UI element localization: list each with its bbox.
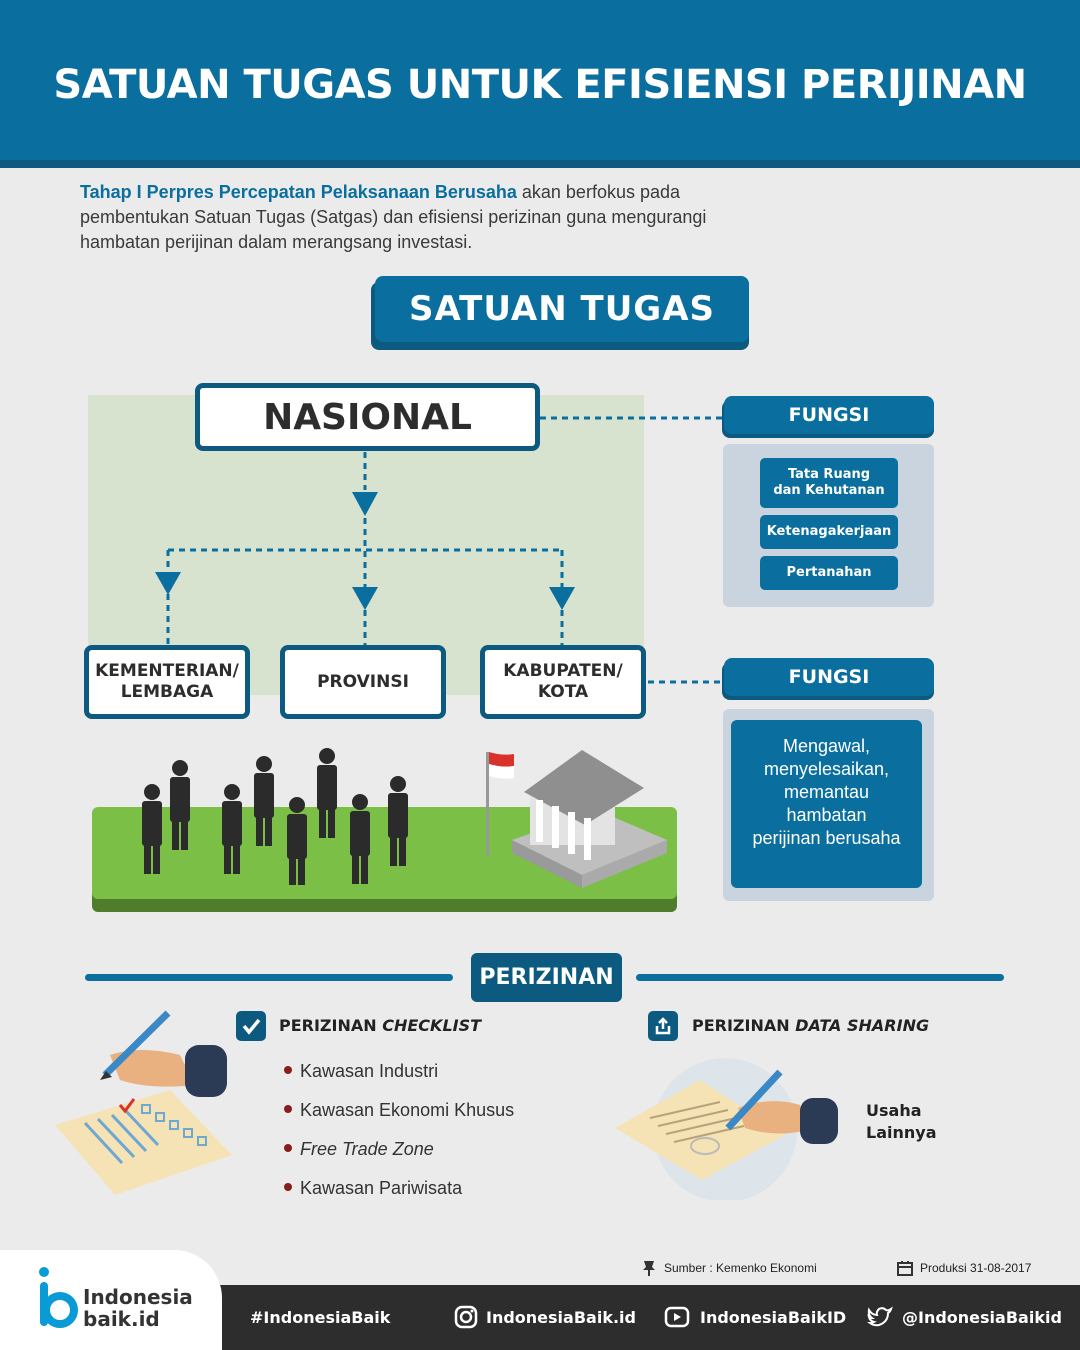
unit-kabupaten: KABUPATEN/ KOTA <box>480 645 646 719</box>
person-3-icon <box>222 784 242 874</box>
footer-instagram[interactable]: IndonesiaBaik.id <box>486 1308 636 1327</box>
list-item: Kawasan Ekonomi Khusus <box>284 1100 514 1121</box>
task-force-people-illustration <box>142 748 667 888</box>
bullet-icon <box>284 1144 292 1153</box>
footer-youtube[interactable]: IndonesiaBaikID <box>700 1308 847 1327</box>
checklist-icon <box>236 1011 266 1041</box>
list-item-label: Kawasan Ekonomi Khusus <box>300 1100 515 1120</box>
indonesiabaik-logo-icon <box>39 1267 78 1328</box>
list-item-label: Kawasan Industri <box>300 1061 439 1081</box>
page-title: SATUAN TUGAS UNTUK EFISIENSI PERIJINAN <box>53 62 1027 108</box>
fungsi-item-tata-ruang: Tata Ruang dan Kehutanan <box>760 458 898 508</box>
twitter-icon <box>866 1306 893 1328</box>
production-date: Produksi 31-08-2017 <box>920 1261 1032 1275</box>
list-item: Kawasan Pariwisata <box>284 1178 462 1199</box>
national-box: NASIONAL <box>195 383 540 451</box>
person-4-icon <box>254 756 274 846</box>
government-building-icon <box>512 750 667 888</box>
perizinan-divider-left <box>85 974 453 981</box>
list-item: Free Trade Zone <box>284 1139 434 1160</box>
perizinan-heading: PERIZINAN <box>471 953 622 1002</box>
footer-hashtag[interactable]: #IndonesiaBaik <box>250 1308 391 1327</box>
bullet-icon <box>284 1066 292 1075</box>
person-8-icon <box>388 776 408 866</box>
perizinan-divider-right <box>636 974 1004 981</box>
arrow-right-icon <box>549 587 575 610</box>
fungsi-item-ketenagakerjaan: Ketenagakerjaan <box>760 515 898 549</box>
fungsi-regional-text: Mengawal, menyelesaikan, memantau hambat… <box>731 720 922 888</box>
person-6-icon <box>317 748 337 838</box>
arrow-left-icon <box>155 572 181 595</box>
bullet-icon <box>284 1105 292 1114</box>
youtube-icon <box>664 1305 690 1329</box>
checklist-title: PERIZINAN CHECKLIST <box>279 1016 481 1035</box>
person-2-icon <box>170 760 190 850</box>
list-item-label: Kawasan Pariwisata <box>300 1178 463 1198</box>
logo-line-1: Indonesia <box>83 1285 193 1309</box>
bullet-icon <box>284 1183 292 1192</box>
header-banner <box>0 0 1080 160</box>
checklist-document-illustration <box>55 1010 232 1195</box>
logo-line-2: baik.id <box>83 1307 160 1331</box>
list-item: Kawasan Industri <box>284 1061 438 1082</box>
data-sharing-title: PERIZINAN DATA SHARING <box>692 1016 929 1035</box>
pin-icon <box>640 1259 658 1277</box>
usaha-lainnya-text: Usaha Lainnya <box>866 1101 937 1142</box>
fungsi-regional-label: FUNGSI <box>724 658 934 696</box>
fungsi-item-pertanahan: Pertanahan <box>760 556 898 590</box>
person-1-icon <box>142 784 162 874</box>
arrow-center-icon <box>352 587 378 610</box>
list-item-label: Free Trade Zone <box>300 1139 434 1159</box>
checklist-title-italic: CHECKLIST <box>382 1016 482 1035</box>
instagram-icon <box>454 1305 478 1329</box>
logo-text: Indonesia baik.id <box>83 1286 193 1330</box>
data-sharing-title-main: PERIZINAN <box>692 1016 790 1035</box>
unit-provinsi: PROVINSI <box>280 645 446 719</box>
intro-paragraph: Tahap I Perpres Percepatan Pelaksanaan B… <box>80 180 780 255</box>
fungsi-national-label: FUNGSI <box>724 396 934 434</box>
person-7-icon <box>350 794 370 884</box>
satgas-heading: SATUAN TUGAS <box>375 276 749 342</box>
intro-text: akan berfokus pada pembentukan Satuan Tu… <box>80 182 707 252</box>
arrow-national-icon <box>352 492 378 516</box>
person-5-icon <box>287 797 307 885</box>
intro-highlight: Tahap I Perpres Percepatan Pelaksanaan B… <box>80 182 517 202</box>
unit-kementerian: KEMENTERIAN/ LEMBAGA <box>84 645 250 719</box>
checklist-title-main: PERIZINAN <box>279 1016 377 1035</box>
footer-twitter[interactable]: @IndonesiaBaikid <box>902 1308 1062 1327</box>
flag-icon <box>486 752 514 856</box>
logo-card <box>0 1250 222 1350</box>
calendar-icon <box>896 1259 914 1277</box>
header-strip <box>0 160 1080 168</box>
data-sharing-illustration <box>615 1058 838 1200</box>
source-text: Sumber : Kemenko Ekonomi <box>664 1261 817 1275</box>
upload-icon <box>648 1011 678 1041</box>
data-sharing-title-italic: DATA SHARING <box>795 1016 930 1035</box>
